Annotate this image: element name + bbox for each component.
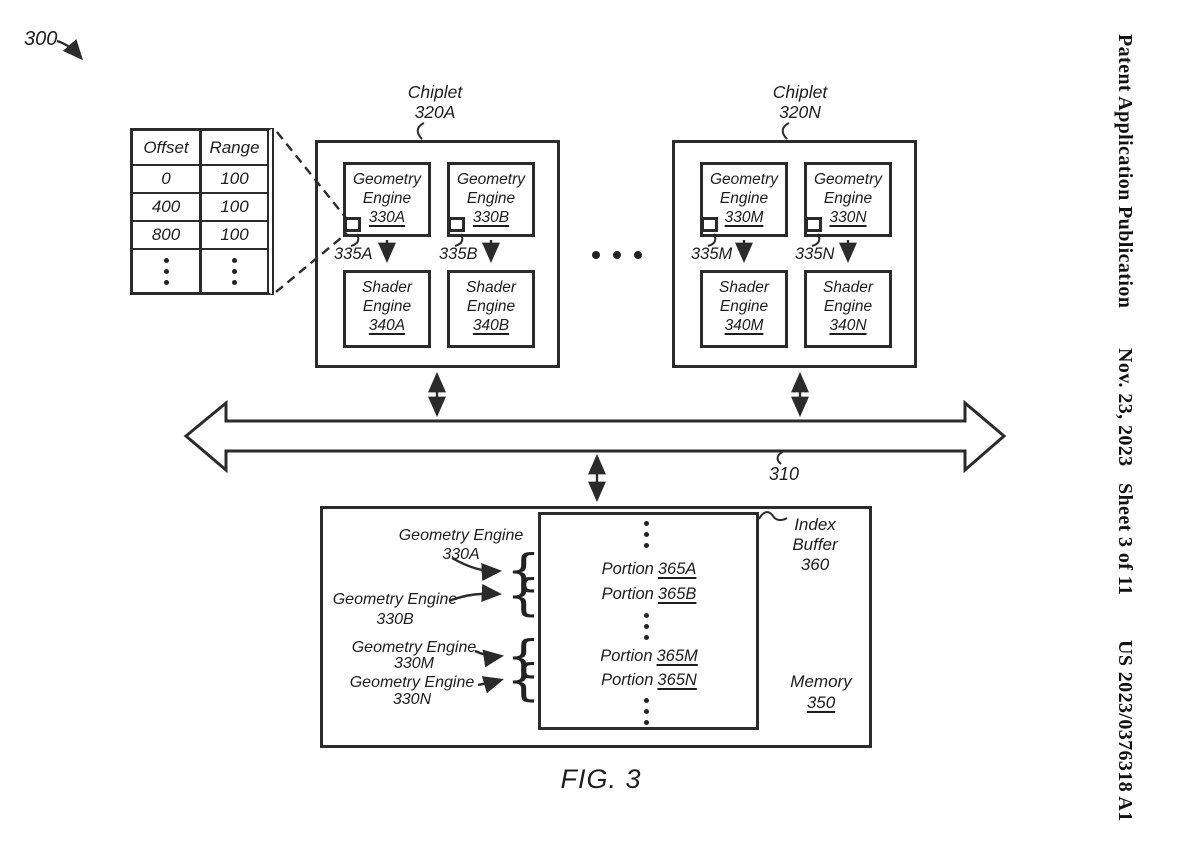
engine-ref: 330B <box>472 209 510 226</box>
offset-range-table: Offset Range 0 100 400 100 800 100 <box>130 128 274 295</box>
tag-335a: 335A <box>334 245 373 263</box>
engine-ref: 330M <box>724 209 764 226</box>
brace-365a: { <box>506 545 541 596</box>
figure-ref-label: 300 <box>24 28 58 50</box>
offset-table-icon <box>344 217 361 232</box>
engine-ref: 340M <box>724 317 764 334</box>
tag-335m: 335M <box>691 245 733 263</box>
figure-ref-arrow <box>56 39 84 61</box>
offset-table-icon <box>805 217 822 232</box>
brace-365b: { <box>506 570 541 621</box>
tag-335n: 335N <box>795 245 835 263</box>
table-cell: 100 <box>202 222 267 250</box>
memory-label: Memory 350 <box>790 672 852 712</box>
offset-table-icon <box>448 217 465 232</box>
geometry-engine-330m-box: Geometry Engine 330M <box>700 162 788 237</box>
buffer-ellipsis <box>644 698 649 725</box>
index-buffer-label: Index Buffer 360 <box>792 515 838 574</box>
header-document-number: US 2023/0376318 A1 <box>1114 640 1136 822</box>
table-cell: 800 <box>133 222 202 250</box>
engine-ref: 340N <box>829 317 867 334</box>
chiplet-320a-box: Geometry Engine 330A Geometry Engine 330… <box>315 140 560 368</box>
table-cell: 400 <box>133 194 202 222</box>
engine-ref: 340B <box>472 317 510 334</box>
table-header-range: Range <box>202 131 267 166</box>
interconnect-bus <box>183 399 1007 474</box>
geometry-engine-330a-box: Geometry Engine 330A <box>343 162 431 237</box>
chiplet-320a-label: Chiplet 320A <box>407 82 463 122</box>
engine-ref: 330A <box>368 209 406 226</box>
header-publication-title: Patent Application Publication <box>1114 34 1136 309</box>
source-label-330m: Geometry Engine 330M <box>351 639 477 672</box>
shader-engine-340a-box: Shader Engine 340A <box>343 270 431 348</box>
table-ellipsis <box>133 250 202 292</box>
header-sheet-number: Sheet 3 of 11 <box>1114 483 1136 596</box>
leader-chiplet-320n <box>781 122 790 140</box>
table-header-offset: Offset <box>133 131 202 166</box>
index-buffer-360-box <box>538 512 759 730</box>
engine-ref: 340A <box>368 317 406 334</box>
brace-365m: { <box>506 631 541 682</box>
shader-engine-340n-box: Shader Engine 340N <box>804 270 892 348</box>
source-label-330b: Geometry Engine 330B <box>332 591 458 628</box>
chiplet-320n-label: Chiplet 320N <box>772 82 828 122</box>
buffer-ellipsis <box>644 613 649 640</box>
chiplet-320n-box: Geometry Engine 330M Geometry Engine 330… <box>672 140 917 368</box>
bus-ref-label: 310 <box>768 464 800 484</box>
header-date: Nov. 23, 2023 <box>1114 348 1136 467</box>
engine-ref: 330N <box>829 209 867 226</box>
figure-caption: FIG. 3 <box>560 764 642 794</box>
brace-365n: { <box>506 655 541 706</box>
table-ellipsis <box>202 250 267 292</box>
geometry-engine-330n-box: Geometry Engine 330N <box>804 162 892 237</box>
table-cell: 100 <box>202 166 267 194</box>
geometry-engine-330b-box: Geometry Engine 330B <box>447 162 535 237</box>
shader-engine-340m-box: Shader Engine 340M <box>700 270 788 348</box>
buffer-ellipsis <box>644 521 649 548</box>
table-cell: 0 <box>133 166 202 194</box>
tag-335b: 335B <box>439 245 478 263</box>
shader-engine-340b-box: Shader Engine 340B <box>447 270 535 348</box>
table-cell: 100 <box>202 194 267 222</box>
source-label-330n: Geometry Engine 330N <box>349 674 475 708</box>
chiplet-ellipsis <box>592 251 642 259</box>
leader-chiplet-320a <box>416 122 425 140</box>
leader-bus-310 <box>776 450 785 465</box>
offset-table-icon <box>701 217 718 232</box>
